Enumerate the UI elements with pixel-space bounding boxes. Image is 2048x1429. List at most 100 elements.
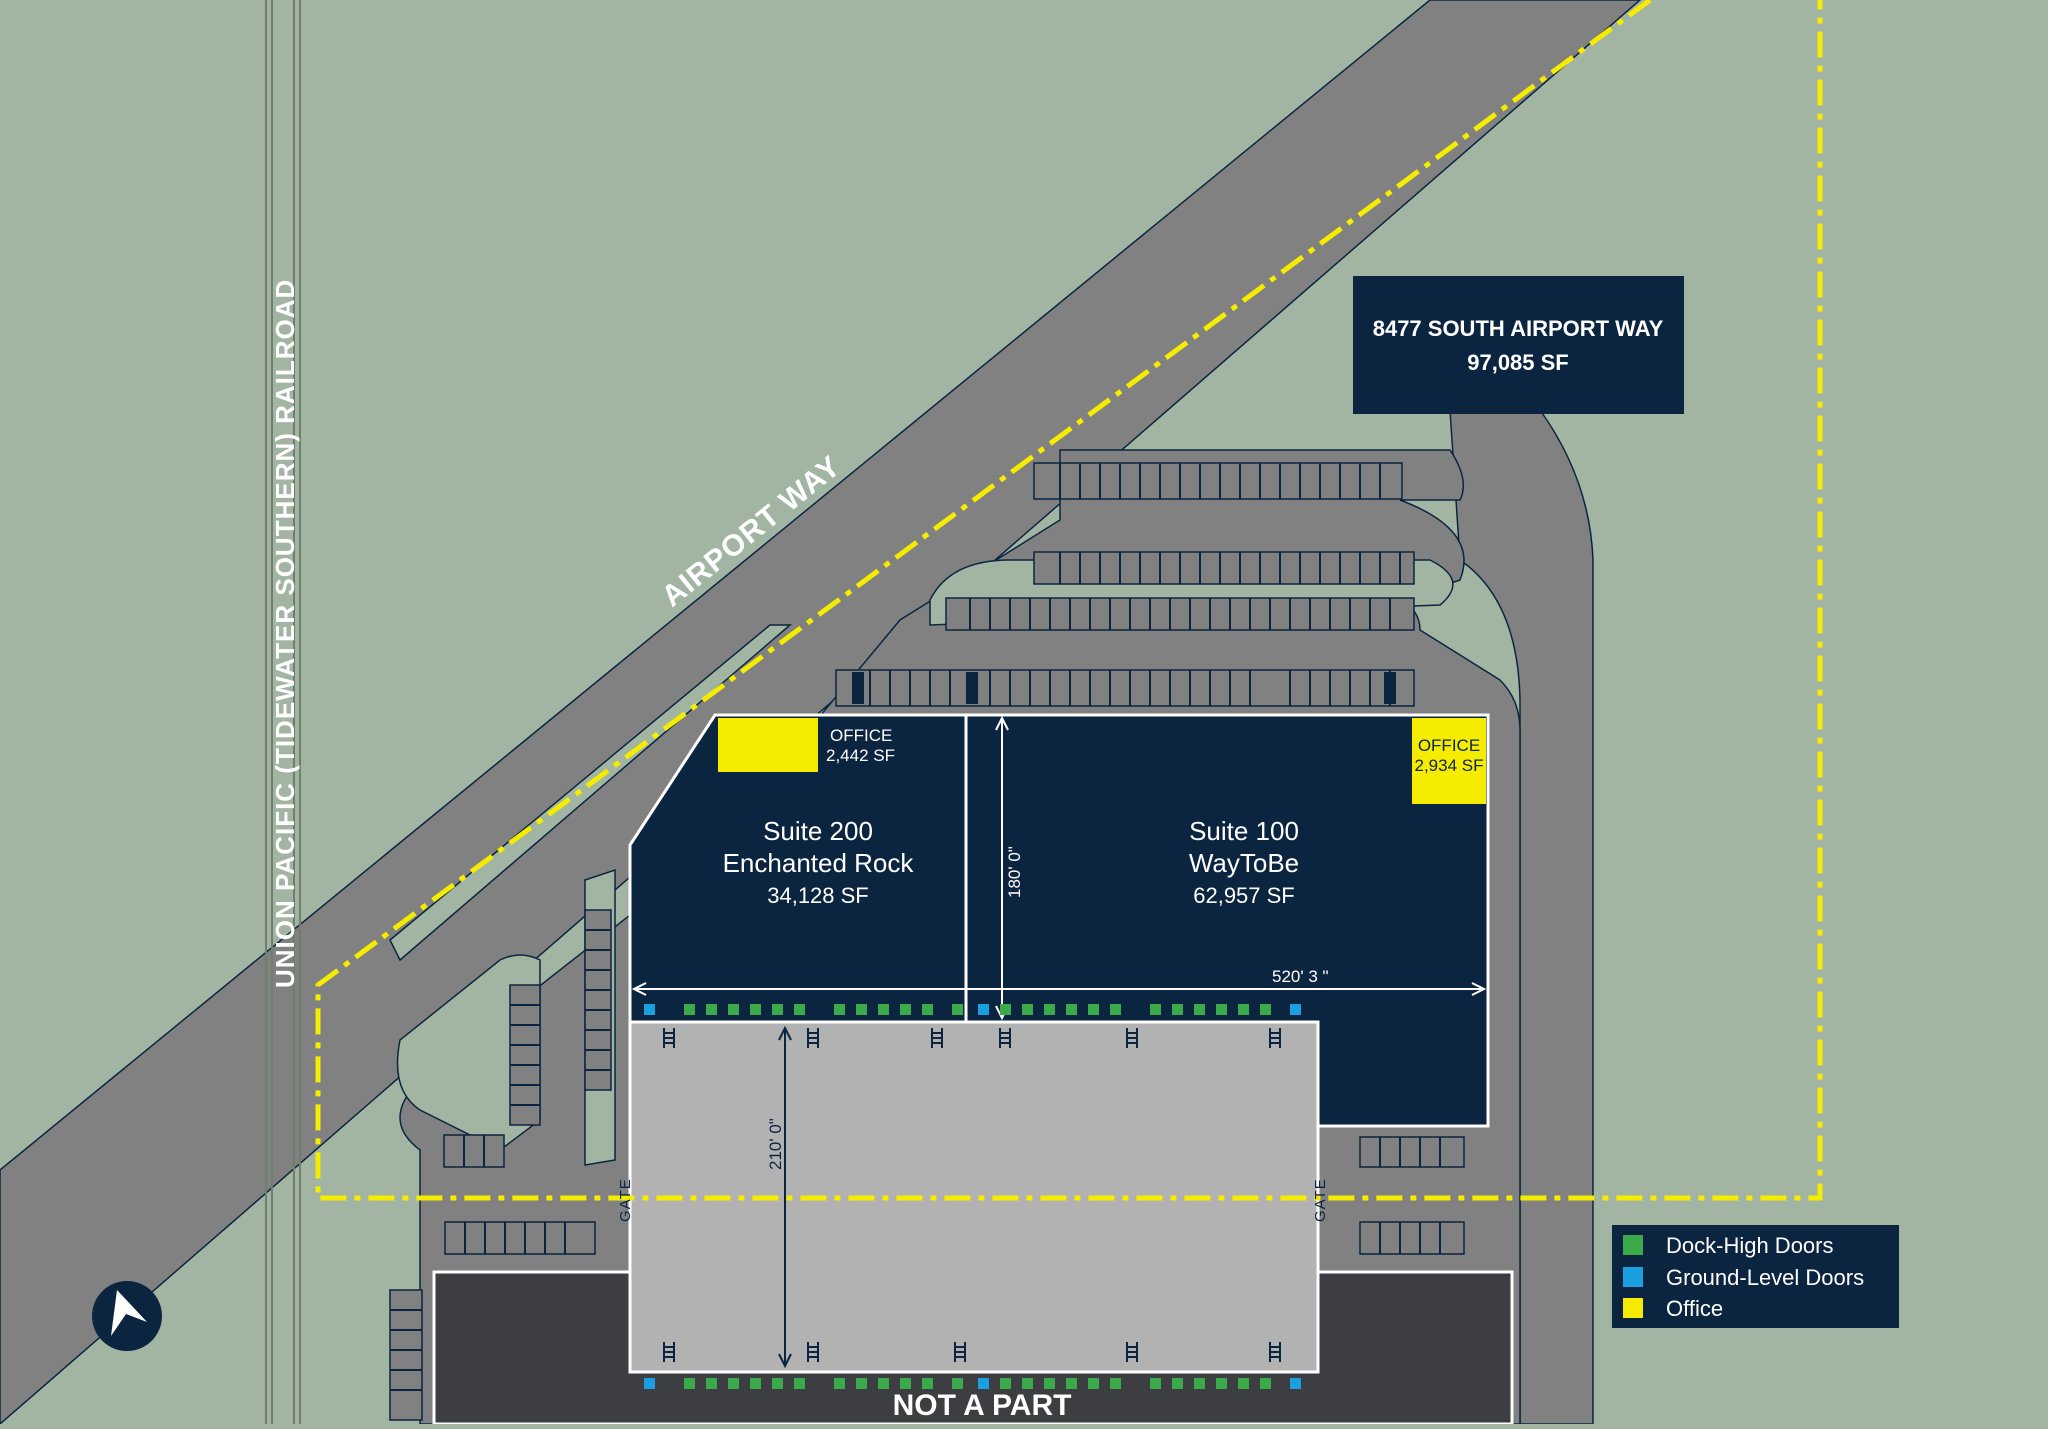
dock-high-door <box>794 1004 805 1015</box>
stair-icon <box>1126 1342 1138 1362</box>
dock-high-door <box>1216 1378 1227 1389</box>
dock-high-door <box>952 1378 963 1389</box>
parking-row <box>1033 551 1415 585</box>
total-area-label: 97,085 SF <box>1467 350 1569 375</box>
dock-high-door <box>750 1004 761 1015</box>
parking-row <box>389 1289 423 1421</box>
dock-high-door <box>1066 1378 1077 1389</box>
legend-swatch-dock-high <box>1623 1235 1643 1255</box>
gate-label-west: GATE <box>617 1178 634 1222</box>
office-area-suite-200-shape <box>718 718 818 772</box>
dimension-lines <box>631 715 1487 1021</box>
dock-high-door <box>878 1004 889 1015</box>
parking-row <box>509 984 541 1126</box>
suite-100-area: 62,957 SF <box>1193 883 1295 908</box>
dock-high-door <box>834 1378 845 1389</box>
dock-high-door <box>900 1378 911 1389</box>
legend-label-dock-high: Dock-High Doors <box>1666 1233 1834 1258</box>
stair-icon <box>999 1028 1011 1048</box>
dock-high-door <box>1194 1004 1205 1015</box>
suite-100-tenant: WayToBe <box>1189 848 1299 878</box>
suite-200-name: Suite 200 <box>763 816 873 846</box>
truck-court-dimension <box>778 1025 792 1369</box>
parking-row <box>584 909 612 1091</box>
dock-high-door <box>1022 1004 1033 1015</box>
office-area-suite-100 <box>1412 718 1486 804</box>
property-line <box>315 0 1823 1201</box>
dock-high-door <box>1238 1004 1249 1015</box>
dock-high-door <box>1088 1004 1099 1015</box>
suite-100-name: Suite 100 <box>1189 816 1299 846</box>
dock-high-door <box>750 1378 761 1389</box>
gate-label-east: GATE <box>1312 1178 1329 1222</box>
ada-stall <box>852 672 864 704</box>
landscape-strip-airport <box>389 624 793 962</box>
dock-high-door <box>1172 1004 1183 1015</box>
ada-parking-stalls <box>852 672 1396 704</box>
stair-icon <box>807 1342 819 1362</box>
stair-icon <box>1269 1342 1281 1362</box>
subject-building <box>628 713 1490 1128</box>
dock-high-door <box>1216 1004 1227 1015</box>
parking-row <box>444 1221 596 1255</box>
legend-label-ground-level: Ground-Level Doors <box>1666 1265 1864 1290</box>
not-a-part-label: NOT A PART <box>893 1389 1072 1422</box>
dock-high-door <box>728 1378 739 1389</box>
suite-200-office-label: OFFICE <box>830 726 892 745</box>
dock-high-door <box>1172 1378 1183 1389</box>
legend-swatch-office <box>1623 1298 1643 1318</box>
dock-high-door <box>684 1378 695 1389</box>
stair-icon <box>954 1342 966 1362</box>
dock-high-door <box>684 1004 695 1015</box>
dock-high-door <box>772 1378 783 1389</box>
dock-high-door <box>1260 1004 1271 1015</box>
dock-high-door <box>728 1004 739 1015</box>
parking-row <box>443 1134 505 1168</box>
parking-row <box>945 597 1415 631</box>
dock-high-door <box>1110 1378 1121 1389</box>
dock-high-door <box>922 1004 933 1015</box>
building-width-label: 520' 3 " <box>1272 967 1329 986</box>
ground-level-door <box>644 1004 655 1015</box>
legend-label-office: Office <box>1666 1296 1723 1321</box>
legend-swatch-ground-level <box>1623 1267 1643 1287</box>
dock-high-door <box>1000 1378 1011 1389</box>
dock-high-door <box>1000 1004 1011 1015</box>
stair-icon <box>1269 1028 1281 1048</box>
suite-200-office-area: 2,442 SF <box>826 746 895 765</box>
address-callout <box>1353 276 1684 414</box>
dock-high-door <box>922 1378 933 1389</box>
dock-high-door <box>952 1004 963 1015</box>
dock-high-door <box>1044 1004 1055 1015</box>
dock-high-door <box>900 1004 911 1015</box>
dock-high-door <box>856 1004 867 1015</box>
suite-100-office-area: 2,934 SF <box>1415 756 1484 775</box>
dock-doors-north <box>644 1004 1301 1015</box>
ground-level-door <box>644 1378 655 1389</box>
ground-level-door <box>978 1004 989 1015</box>
suite-100-office-label: OFFICE <box>1418 736 1480 755</box>
ground-level-door <box>1290 1004 1301 1015</box>
dock-high-door <box>1260 1378 1271 1389</box>
dock-high-door <box>1022 1378 1033 1389</box>
parking-row <box>1033 462 1403 500</box>
stair-icon <box>807 1028 819 1048</box>
stair-icon <box>931 1028 943 1048</box>
dock-high-door <box>1150 1004 1161 1015</box>
dock-high-door <box>1194 1378 1205 1389</box>
dock-high-door <box>706 1378 717 1389</box>
address-label: 8477 SOUTH AIRPORT WAY <box>1373 316 1664 341</box>
parking-row <box>1359 1136 1465 1168</box>
parking-row <box>835 669 1415 707</box>
truck-court <box>628 1020 1320 1374</box>
dock-high-door <box>878 1378 889 1389</box>
dock-high-door <box>1066 1004 1077 1015</box>
dock-high-door <box>1150 1378 1161 1389</box>
ground-level-door <box>1290 1378 1301 1389</box>
dock-high-door <box>706 1004 717 1015</box>
dock-high-door <box>834 1004 845 1015</box>
dock-high-door <box>1088 1378 1099 1389</box>
railroad-tracks <box>265 0 301 1424</box>
building-depth-label: 180' 0" <box>1005 846 1024 898</box>
